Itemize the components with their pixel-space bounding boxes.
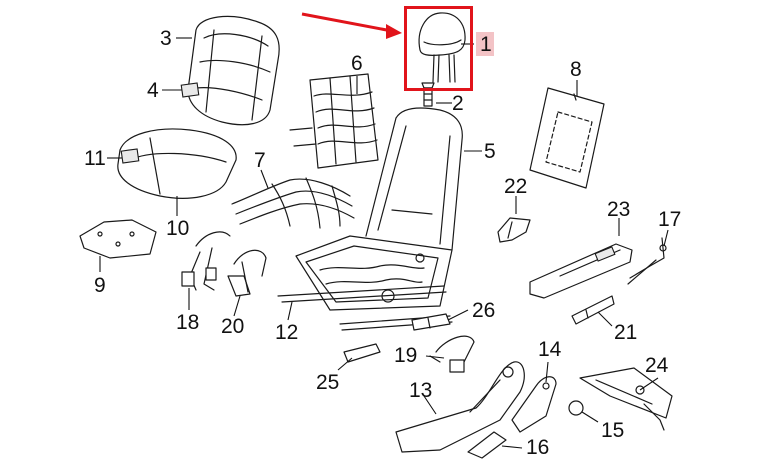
seat-springs-part xyxy=(231,177,355,229)
rail-cover-part xyxy=(529,243,633,299)
headrest-part xyxy=(418,12,466,83)
callout-13: 13 xyxy=(409,379,433,402)
callout-20: 20 xyxy=(221,315,245,338)
track-assembly-part xyxy=(579,367,673,431)
callout-4: 4 xyxy=(147,79,159,102)
inner-side-shield-part xyxy=(511,376,557,433)
callout-17: 17 xyxy=(658,208,682,231)
clip-part-22 xyxy=(497,217,531,243)
callout-16: 16 xyxy=(526,436,550,459)
cushion-pad-part xyxy=(79,219,157,259)
callout-26: 26 xyxy=(472,299,496,322)
callout-24: 24 xyxy=(645,354,669,377)
seat-back-cushion-part xyxy=(180,15,280,126)
callout-5: 5 xyxy=(484,140,496,163)
callout-12: 12 xyxy=(275,321,299,344)
small-bracket-part xyxy=(343,343,381,363)
callout-22: 22 xyxy=(504,175,528,198)
rail-bracket-part xyxy=(571,295,615,325)
callout-23: 23 xyxy=(607,198,631,221)
back-spring-mat-part xyxy=(289,73,379,169)
callout-6: 6 xyxy=(351,52,363,75)
bracket-part-17 xyxy=(627,237,667,285)
harness-part-19 xyxy=(429,335,475,373)
seat-frame-part xyxy=(277,107,463,331)
callout-15: 15 xyxy=(601,419,625,442)
cap-part xyxy=(568,400,584,416)
callout-10: 10 xyxy=(166,217,190,240)
callout-1: 1 xyxy=(480,33,492,56)
callout-1-highlight xyxy=(476,32,494,56)
back-panel-part xyxy=(529,87,605,189)
highlight-arrow xyxy=(301,12,402,39)
seat-cushion-part xyxy=(117,128,237,199)
callout-11: 11 xyxy=(84,147,106,170)
latch-part xyxy=(411,313,451,331)
callout-9: 9 xyxy=(94,274,106,297)
harness-clip-part xyxy=(227,249,267,297)
knob-cover-part xyxy=(467,431,507,459)
callout-18: 18 xyxy=(176,311,200,334)
callout-2: 2 xyxy=(452,92,464,115)
callout-25: 25 xyxy=(316,371,340,394)
callout-19: 19 xyxy=(394,344,418,367)
callout-3: 3 xyxy=(160,27,172,50)
callout-14: 14 xyxy=(538,338,562,361)
callout-8: 8 xyxy=(570,58,582,81)
callout-21: 21 xyxy=(614,321,638,344)
outer-side-shield-part xyxy=(395,361,525,453)
highlight-box xyxy=(404,6,473,91)
wire-harness-part xyxy=(181,231,231,291)
callout-7: 7 xyxy=(254,149,266,172)
